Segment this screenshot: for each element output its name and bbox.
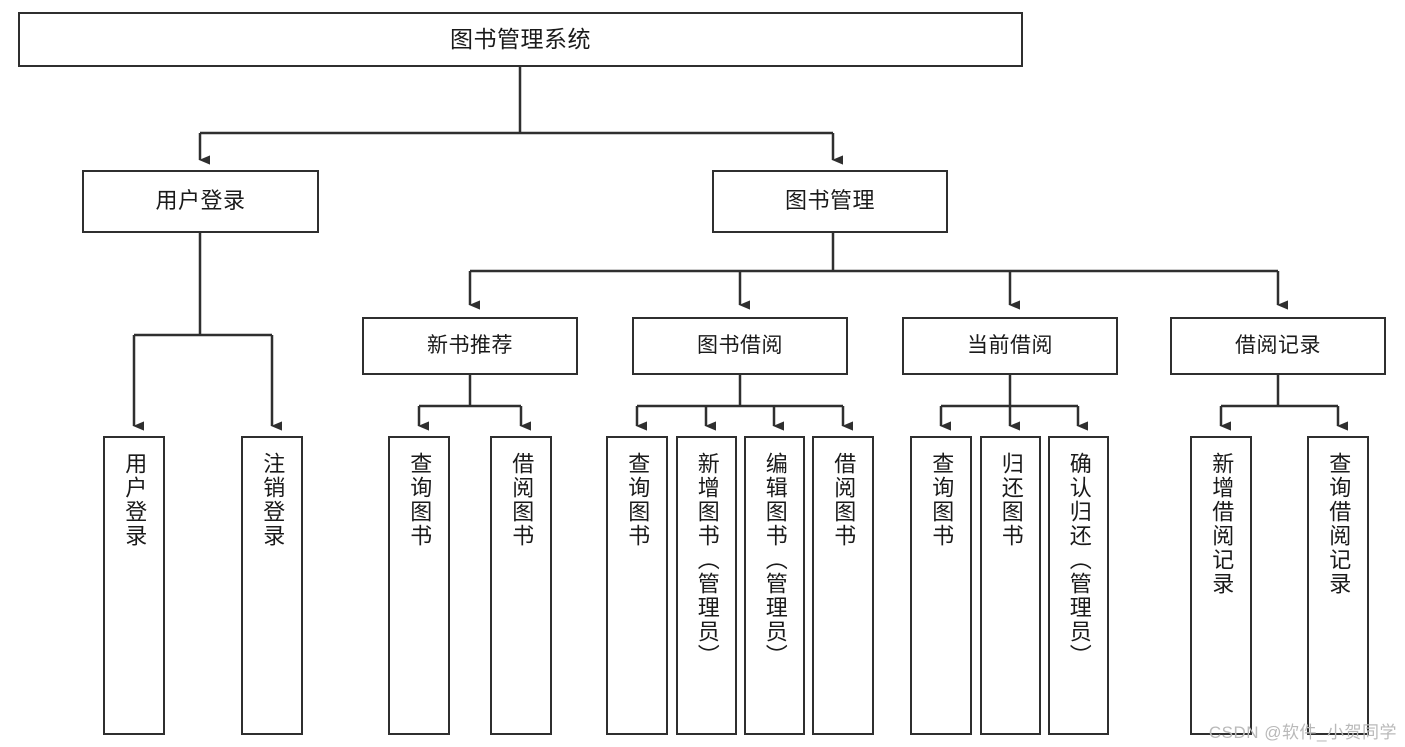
leaf-book-borrow-query-book[interactable]: 查询图书 [606,436,668,735]
leaf-user-login-logout[interactable]: 注销登录 [241,436,303,735]
node-label: 当前借阅 [967,334,1053,358]
node-book-management[interactable]: 图书管理 [712,170,948,233]
node-label: 查询图书 [625,452,651,548]
node-label: 注销登录 [260,452,286,548]
node-current-borrow[interactable]: 当前借阅 [902,317,1118,375]
leaf-borrow-records-add-record[interactable]: 新增借阅记录 [1190,436,1252,735]
leaf-book-borrow-add-book-admin[interactable]: 新增图书（管理员） [676,436,737,735]
leaf-new-book-borrow-book[interactable]: 借阅图书 [490,436,552,735]
node-label: 用户登录 [122,452,148,548]
node-label: 新书推荐 [427,334,513,358]
leaf-current-borrow-return-book[interactable]: 归还图书 [980,436,1041,735]
node-label: 新增图书（管理员） [694,452,720,668]
node-label: 图书管理 [784,188,875,214]
node-label: 新增借阅记录 [1209,452,1235,596]
node-user-login[interactable]: 用户登录 [82,170,319,233]
node-label: 借阅图书 [831,452,857,548]
node-label: 编辑图书（管理员） [762,452,788,668]
node-label: 查询借阅记录 [1326,452,1352,596]
leaf-current-borrow-query-book[interactable]: 查询图书 [910,436,972,735]
node-label: 查询图书 [929,452,955,548]
leaf-book-borrow-edit-book-admin[interactable]: 编辑图书（管理员） [744,436,805,735]
node-label: 借阅图书 [509,452,535,548]
leaf-book-borrow-borrow-book[interactable]: 借阅图书 [812,436,874,735]
node-label: 用户登录 [155,188,246,214]
node-label: 确认归还（管理员） [1066,452,1092,668]
leaf-new-book-query-book[interactable]: 查询图书 [388,436,450,735]
node-label: 借阅记录 [1235,334,1321,358]
node-label: 归还图书 [998,452,1024,548]
node-book-borrow[interactable]: 图书借阅 [632,317,848,375]
node-book-management-system[interactable]: 图书管理系统 [18,12,1023,67]
node-label: 图书借阅 [697,334,783,358]
leaf-current-borrow-confirm-return-admin[interactable]: 确认归还（管理员） [1048,436,1109,735]
node-label: 查询图书 [407,452,433,548]
node-borrow-records[interactable]: 借阅记录 [1170,317,1386,375]
node-label: 图书管理系统 [450,26,591,53]
leaf-borrow-records-query-record[interactable]: 查询借阅记录 [1307,436,1369,735]
node-new-book-recommend[interactable]: 新书推荐 [362,317,578,375]
leaf-user-login-login[interactable]: 用户登录 [103,436,165,735]
